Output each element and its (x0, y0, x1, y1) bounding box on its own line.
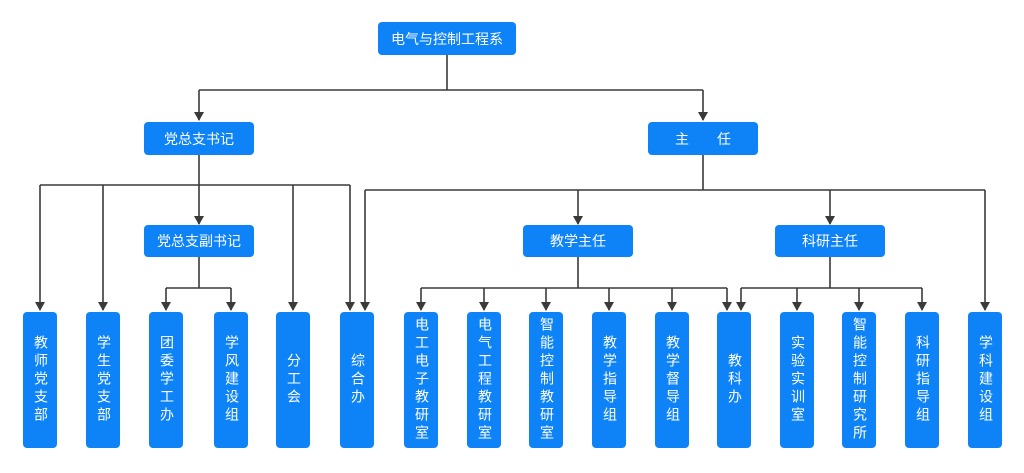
node-label: 综合办 (349, 353, 365, 407)
node-teaching-guidance-group: 教学指导组 (592, 312, 626, 448)
node-deputy-secretary: 党总支副书记 (144, 225, 254, 257)
node-label: 学生党支部 (95, 335, 111, 425)
node-director: 主任 (648, 122, 758, 155)
edge-director-bus (365, 155, 985, 191)
node-teacher-party-branch: 教师党支部 (23, 312, 57, 448)
node-root: 电气与控制工程系 (378, 22, 516, 55)
node-discipline-building-group: 学科建设组 (968, 312, 1002, 448)
node-general-office: 综合办 (340, 312, 374, 448)
node-label: 学风建设组 (223, 335, 239, 425)
node-party-secretary: 党总支书记 (144, 122, 254, 155)
node-label: 教师党支部 (32, 335, 48, 425)
node-labor-union: 分工会 (276, 312, 310, 448)
node-label: 教学督导组 (664, 335, 680, 425)
edge-deputy-bus (166, 257, 231, 289)
node-label: 智能控制研究所 (851, 317, 867, 443)
node-label: 团委学工办 (158, 335, 174, 425)
edge-root-bus (199, 55, 703, 91)
node-label: 学科建设组 (977, 335, 993, 425)
node-label: 教科办 (726, 353, 742, 407)
node-label: 电气工程教研室 (476, 317, 492, 443)
node-label: 实验实训室 (789, 335, 805, 425)
node-electrical-eng-lab: 电气工程教研室 (467, 312, 501, 448)
node-label: 教学指导组 (601, 335, 617, 425)
node-intelligent-control-lab: 智能控制教研室 (529, 312, 563, 448)
node-ee-teaching-lab: 电工电子教研室 (404, 312, 438, 448)
node-label: 电工电子教研室 (413, 317, 429, 443)
node-research-director: 科研主任 (775, 225, 885, 257)
node-student-party-branch: 学生党支部 (86, 312, 120, 448)
node-label: 智能控制教研室 (538, 317, 554, 443)
node-study-style-group: 学风建设组 (214, 312, 248, 448)
node-education-office: 教科办 (717, 312, 751, 448)
edge-teaching-bus (421, 257, 727, 289)
node-teaching-supervision-group: 教学督导组 (655, 312, 689, 448)
node-league-office: 团委学工办 (149, 312, 183, 448)
node-label: 分工会 (285, 353, 301, 407)
node-intelligent-control-institute: 智能控制研究所 (842, 312, 876, 448)
node-teaching-director: 教学主任 (523, 225, 633, 257)
edge-research-bus (741, 257, 922, 289)
node-label: 科研指导组 (914, 335, 930, 425)
node-training-room: 实验实训室 (780, 312, 814, 448)
edge-party-bus (40, 155, 350, 186)
node-research-guidance-group: 科研指导组 (905, 312, 939, 448)
